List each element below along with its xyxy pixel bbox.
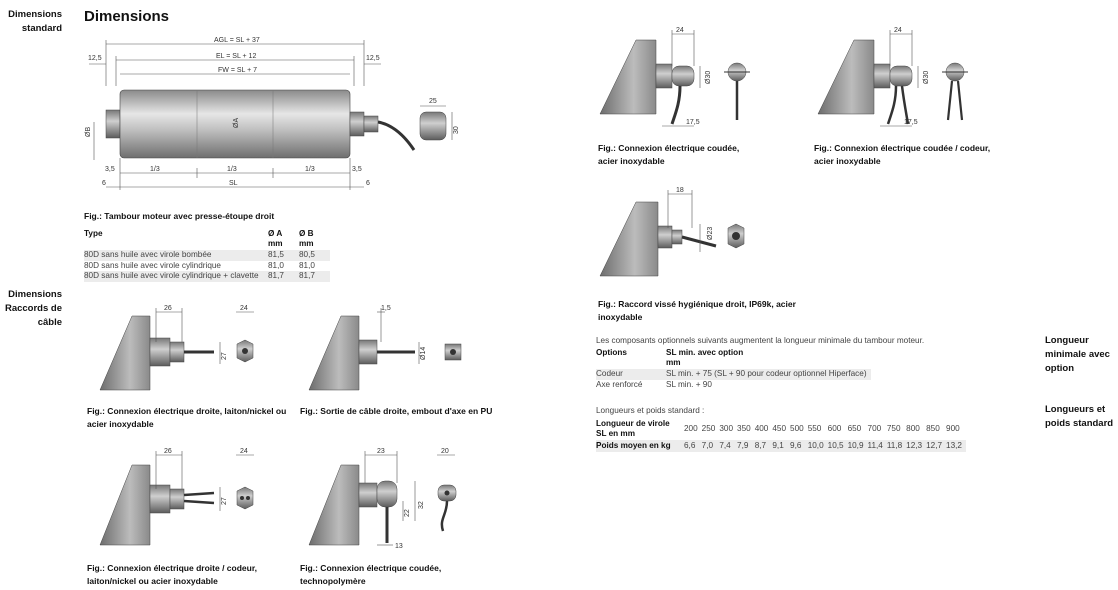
fig5-dim-175: 17,5 <box>686 119 700 126</box>
dim-125-left: 12,5 <box>88 55 102 62</box>
fig6-dim-24: 24 <box>894 27 902 34</box>
dim-fw: FW = SL + 7 <box>218 67 257 74</box>
sl-min-header: SL min. avec option mm <box>666 348 744 367</box>
dim-third-2: 1/3 <box>227 166 237 173</box>
fig4-dim-20: 20 <box>441 448 449 455</box>
fig-angled-stainless-drawing: 24 Ø30 17,5 <box>599 27 750 127</box>
fig-straight-encoder-drawing: 26 24 27 <box>99 448 254 546</box>
fig5-dim-d30: Ø30 <box>705 71 712 84</box>
fig2-caption: Fig.: Sortie de câble droite, embout d'a… <box>300 406 493 416</box>
dim-third-1: 1/3 <box>150 166 160 173</box>
dim-25: 25 <box>429 98 437 105</box>
dim-ob: ØB <box>85 127 92 137</box>
dim-agl: AGL = SL + 37 <box>214 37 260 44</box>
fig6-caption: Fig.: Connexion électrique coudée / code… <box>814 143 991 166</box>
options-header: Options <box>596 348 627 357</box>
fig5-caption: Fig.: Connexion électrique coudée, acier… <box>598 143 740 166</box>
dim-oa: ØA <box>233 118 240 128</box>
fig5-dim-24: 24 <box>676 27 684 34</box>
dim-el: EL = SL + 12 <box>216 53 256 60</box>
weight-label: Poids moyen en kg <box>596 440 684 452</box>
fig4-dim-32: 32 <box>418 501 425 509</box>
sidebar-label-standard-lengths: Longueurs et poids standard <box>1045 404 1114 429</box>
fig-angled-encoder-drawing: 24 Ø30 17,5 <box>817 27 968 127</box>
type-table: Type Ø A mm Ø B mm 80D sans huile avec v… <box>84 228 330 282</box>
dim-third-3: 1/3 <box>305 166 315 173</box>
sidebar-label-connections: Dimensions Raccords de câble <box>4 289 62 328</box>
fig-angled-technopolymer-drawing: 23 20 32 22 13 <box>308 448 457 550</box>
fig4-caption: Fig.: Connexion électrique coudée, techn… <box>300 563 442 586</box>
page-title: Dimensions <box>84 8 170 25</box>
standard-table: Longueur de virole SL en mm 200 250 300 … <box>596 418 966 452</box>
fig7-dim-18: 18 <box>676 187 684 194</box>
type-header: Type <box>84 229 103 238</box>
fig7-dim-d23: Ø23 <box>707 227 714 240</box>
fig1-caption: Fig.: Connexion électrique droite, laito… <box>87 406 287 429</box>
fig3-dim-24: 24 <box>240 448 248 455</box>
weight-row: Poids moyen en kg 6,6 7,0 7,4 7,9 8,7 9,… <box>596 440 966 452</box>
fig4-dim-23: 23 <box>377 448 385 455</box>
dim-125-right: 12,5 <box>366 55 380 62</box>
fig2-dim-15: 1,5 <box>381 305 391 312</box>
fig3-dim-26: 26 <box>164 448 172 455</box>
fig2-dim-d14: Ø14 <box>420 347 427 360</box>
length-label: Longueur de virole SL en mm <box>596 419 670 438</box>
fig4-dim-13: 13 <box>395 543 403 550</box>
fig6-dim-175: 17,5 <box>904 119 918 126</box>
standard-intro: Longueurs et poids standard : <box>596 406 705 415</box>
dim-35-right: 3,5 <box>352 166 362 173</box>
dim-6-right: 6 <box>366 180 370 187</box>
fig1-dim-26: 26 <box>164 305 172 312</box>
fig-hygienic-screw-drawing: 18 Ø23 <box>599 187 745 277</box>
dim-35-left: 3,5 <box>105 166 115 173</box>
drum-motor-drawing: AGL = SL + 37 EL = SL + 12 FW = SL + 7 1… <box>85 37 460 190</box>
sidebar-label-min-length: Longueur minimale avec option <box>1045 335 1110 374</box>
oa-header: Ø A mm <box>268 229 283 248</box>
length-row: Longueur de virole SL en mm 200 250 300 … <box>596 419 960 438</box>
ob-header: Ø B mm <box>299 229 314 248</box>
table-row: 80D sans huile avec virole cylindrique +… <box>84 271 330 282</box>
dim-sl: SL <box>229 180 238 187</box>
fig-main-caption: Fig.: Tambour moteur avec presse-étoupe … <box>84 211 275 221</box>
sidebar-label-standard: Dimensions standard <box>8 9 62 34</box>
fig3-caption: Fig.: Connexion électrique droite / code… <box>87 563 258 586</box>
options-intro: Les composants optionnels suivants augme… <box>596 336 925 345</box>
fig3-dim-27: 27 <box>221 497 228 505</box>
fig-straight-connection-drawing: 26 24 27 <box>99 305 254 391</box>
fig-pu-cable-drawing: 1,5 Ø14 <box>308 305 462 391</box>
fig7-caption: Fig.: Raccord vissé hygiénique droit, IP… <box>598 299 796 322</box>
dim-30: 30 <box>453 126 460 134</box>
fig6-dim-d30: Ø30 <box>923 71 930 84</box>
fig1-dim-24: 24 <box>240 305 248 312</box>
fig1-dim-27: 27 <box>221 352 228 360</box>
fig4-dim-22: 22 <box>404 509 411 517</box>
dim-6-left: 6 <box>102 180 106 187</box>
